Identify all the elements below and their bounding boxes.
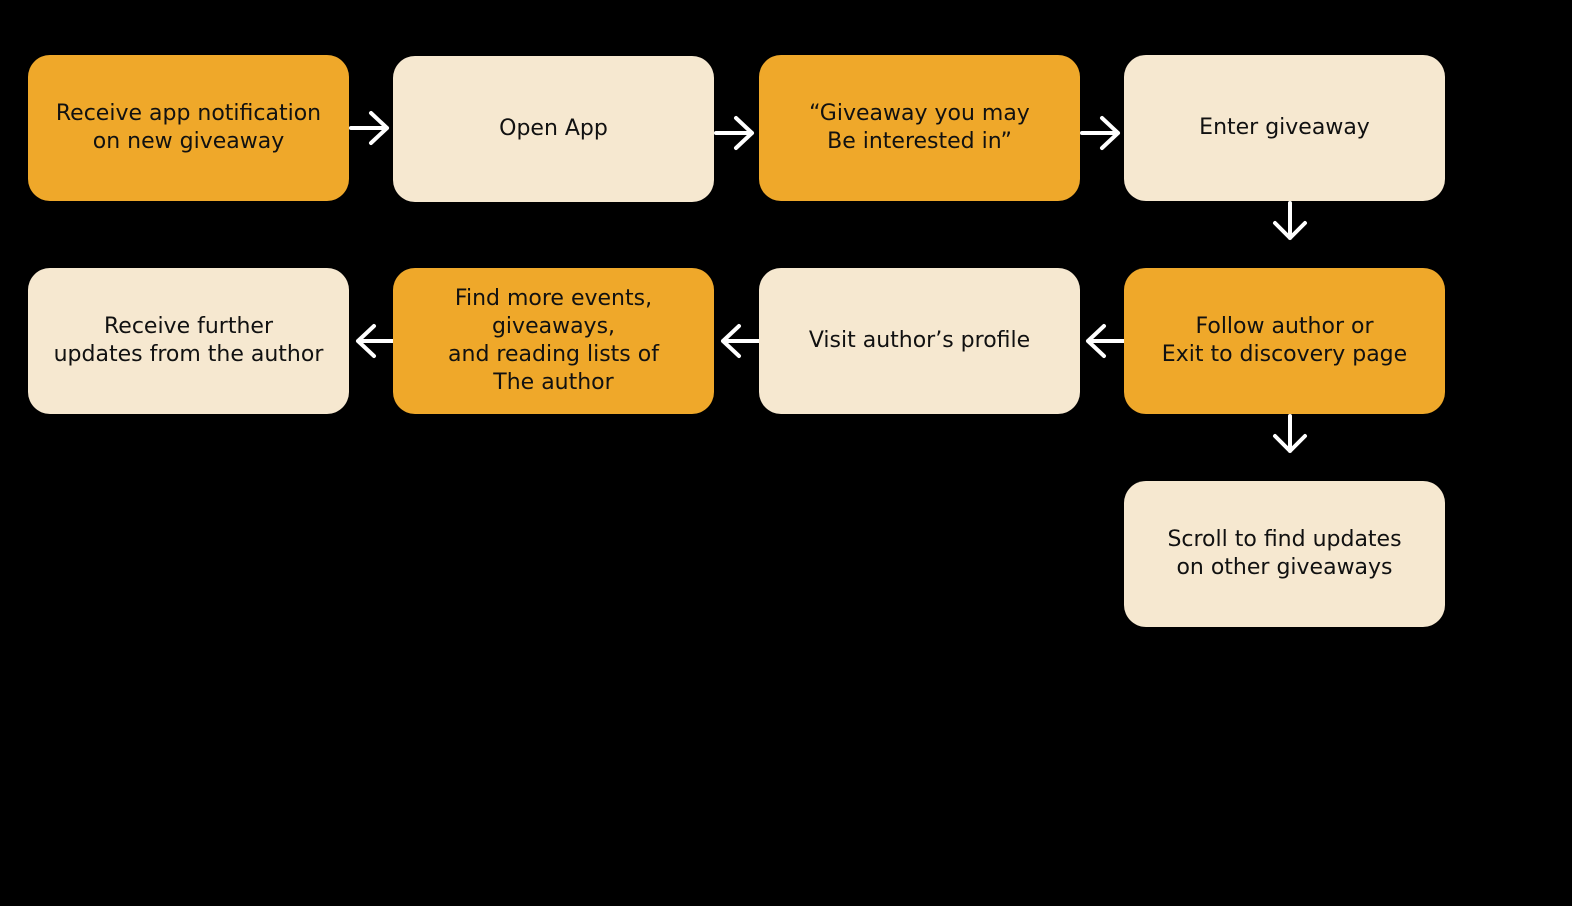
node-open-app: Open App bbox=[393, 56, 714, 202]
arrow-right-icon bbox=[349, 110, 393, 146]
arrow-right-icon bbox=[714, 115, 758, 151]
arrow-down-icon bbox=[1272, 201, 1308, 243]
node-giveaway-interest-label: “Giveaway you may Be interested in” bbox=[809, 101, 1030, 154]
node-visit-profile-label: Visit author’s profile bbox=[808, 328, 1031, 353]
node-find-more: Find more events, giveaways, and reading… bbox=[393, 268, 714, 414]
node-receive-updates-label: Receive further updates from the author bbox=[53, 314, 324, 367]
node-open-app-label: Open App bbox=[499, 116, 608, 141]
node-scroll-updates: Scroll to find updates on other giveaway… bbox=[1124, 481, 1445, 627]
arrow-down-icon bbox=[1272, 414, 1308, 456]
arrow-left-icon bbox=[717, 323, 761, 359]
node-receive-updates: Receive further updates from the author bbox=[28, 268, 349, 414]
node-find-more-label: Find more events, giveaways, and reading… bbox=[448, 286, 659, 395]
arrow-left-icon bbox=[1082, 323, 1126, 359]
node-follow-author-label: Follow author or Exit to discovery page bbox=[1161, 314, 1408, 367]
node-visit-profile: Visit author’s profile bbox=[759, 268, 1080, 414]
node-receive-notification: Receive app notification on new giveaway bbox=[28, 55, 349, 201]
arrow-right-icon bbox=[1080, 115, 1124, 151]
node-scroll-updates-label: Scroll to find updates on other giveaway… bbox=[1167, 527, 1402, 580]
node-receive-notification-label: Receive app notification on new giveaway bbox=[55, 101, 322, 154]
node-giveaway-interest: “Giveaway you may Be interested in” bbox=[759, 55, 1080, 201]
node-follow-author: Follow author or Exit to discovery page bbox=[1124, 268, 1445, 414]
node-enter-giveaway: Enter giveaway bbox=[1124, 55, 1445, 201]
arrow-left-icon bbox=[352, 323, 396, 359]
node-enter-giveaway-label: Enter giveaway bbox=[1199, 115, 1370, 140]
